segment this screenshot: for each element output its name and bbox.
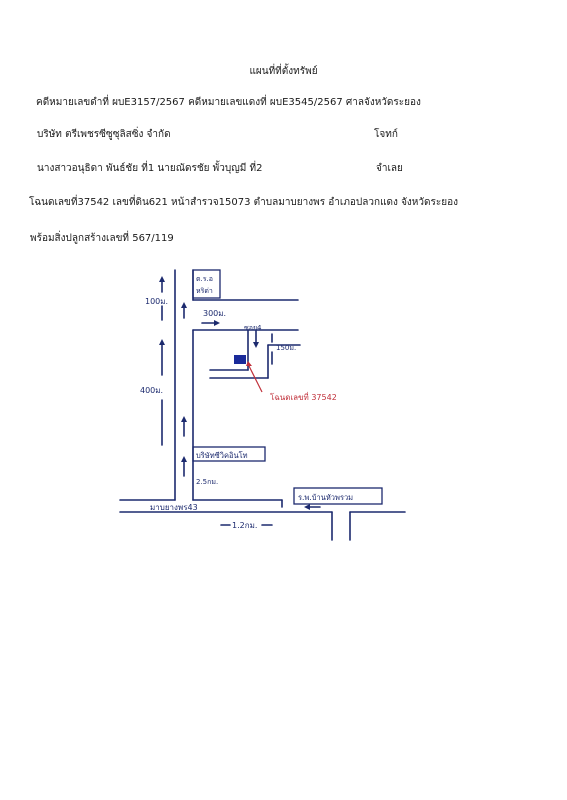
landmark-top-line2: หริด่า [196,287,213,295]
company-label: บริษัทซีวิคอินโท [196,451,248,460]
distance-400m: 400ม. [140,386,163,395]
soi-label: ซอย4 [244,324,262,332]
hospital-box [293,487,383,505]
deed-arrow-head [246,361,252,366]
case-numbers: คดีหมายเลขดำที่ ผบE3157/2567 คดีหมายเลขแ… [36,97,421,108]
landmark-top-line1: ต.ร.อ [196,275,213,283]
distance-1-2km: 1.2กม. [232,521,257,530]
deed-arrow-line [248,365,263,393]
plaintiff-name: บริษัท ตรีเพชรซีซูซุลิสซิ่ง จำกัด [37,129,171,140]
landmark-box-top [192,269,221,299]
deed-details: โฉนดเลขที่37542 เลขที่ดิน621 หน้าสำรวจ15… [29,197,458,208]
building-details: พร้อมสิ่งปลูกสร้างเลขที่ 567/119 [30,233,174,244]
distance-2-5km: 2.5กม. [196,478,218,486]
plot-marker [234,355,246,364]
road-label: มาบยางพร43 [150,503,198,512]
plaintiff-role: โจทก์ [374,129,398,140]
distance-100m: 100ม. [145,297,168,306]
hospital-label: ร.พ.บ้านหัวพรวม [298,493,353,502]
map-title: แผนที่ที่ตั้งทรัพย์ [249,66,318,77]
distance-150m: 150ม. [276,344,296,352]
arrow-heads [159,276,310,510]
road-lines [119,269,406,541]
deed-number-label: โฉนดเลขที่ 37542 [270,391,337,402]
company-box [192,446,266,462]
defendants-names: นางสาวอนุธิดา พันธ์ชัย ที่1 นายณัดรชัย พ… [37,163,263,174]
defendants-role: จำเลย [376,163,403,174]
distance-300m: 300ม. [203,309,226,318]
